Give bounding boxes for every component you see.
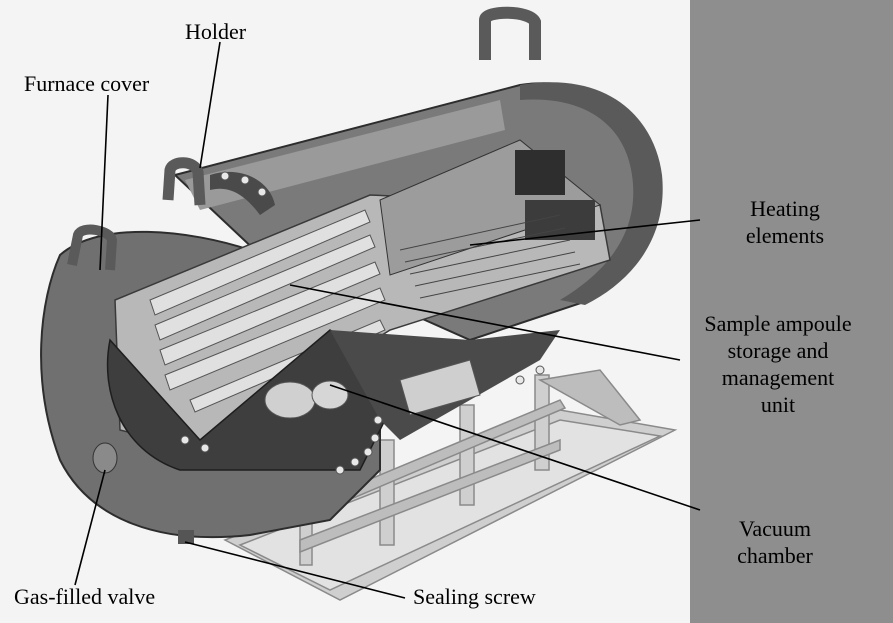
- label-sample-unit: Sample ampoule storage and management un…: [690, 310, 866, 418]
- label-heating-elements: Heating elements: [705, 195, 865, 249]
- support-stand: [223, 369, 678, 601]
- label-vacuum-line-2: chamber: [737, 543, 813, 568]
- label-vacuum-chamber: Vacuum chamber: [705, 515, 845, 569]
- label-furnace-cover: Furnace cover: [24, 71, 150, 96]
- label-sealing-screw: Sealing screw: [413, 584, 536, 609]
- label-sample-line-4: unit: [760, 392, 796, 417]
- label-heating-line-2: elements: [745, 223, 825, 248]
- leader-lines: [74, 41, 701, 599]
- label-vacuum-line-1: Vacuum: [738, 516, 812, 541]
- label-holder: Holder: [185, 19, 247, 44]
- label-heating-line-1: Heating: [750, 196, 820, 221]
- label-sample-line-2: storage and: [727, 338, 829, 363]
- label-sample-line-3: management: [721, 365, 835, 390]
- label-gas-filled-valve: Gas-filled valve: [14, 584, 156, 609]
- label-sample-line-1: Sample ampoule: [704, 311, 852, 336]
- furnace-shell: [40, 6, 663, 544]
- right-gray-panel: [690, 0, 893, 623]
